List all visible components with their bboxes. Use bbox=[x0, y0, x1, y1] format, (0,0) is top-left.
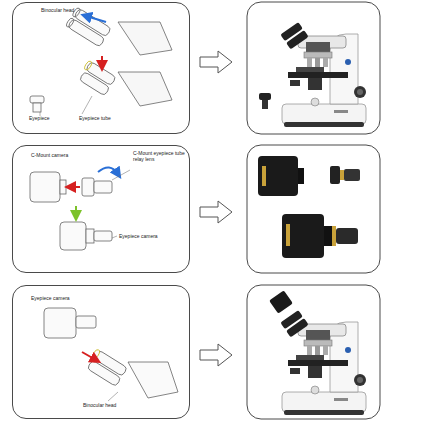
flow-arrow bbox=[200, 201, 232, 223]
eyepiece-photo bbox=[259, 93, 271, 109]
leader-line bbox=[82, 96, 92, 114]
flow-arrow bbox=[200, 344, 232, 366]
leader-line bbox=[112, 236, 117, 238]
twist-arrow bbox=[98, 167, 118, 174]
part-label: Eyepiece bbox=[29, 116, 63, 122]
attach-arrow bbox=[70, 186, 80, 188]
part-label: Eyepiece camera bbox=[31, 296, 87, 302]
insert-arrow bbox=[101, 56, 103, 66]
part-label: Binocular head bbox=[41, 8, 101, 14]
step-panel: Binocular headEyepiece Eyepiece tube bbox=[12, 2, 190, 134]
microscope-photo bbox=[280, 310, 366, 415]
part-label: C-Mount eyepiece tube relay lens bbox=[133, 151, 185, 163]
camera-drawing bbox=[30, 172, 112, 250]
remove-arrow bbox=[86, 16, 106, 22]
part-label: Eyepiece camera bbox=[119, 234, 175, 240]
flow-arrow bbox=[200, 51, 232, 73]
photo-panel bbox=[247, 145, 380, 273]
binocular-head-drawing bbox=[30, 7, 172, 112]
leader-line bbox=[112, 170, 130, 180]
result-arrow bbox=[75, 206, 77, 216]
photo-panel bbox=[247, 2, 380, 134]
eyepiece-camera-drawing bbox=[44, 308, 178, 398]
part-label: Eyepiece tube bbox=[79, 116, 123, 122]
part-label: C-Mount camera bbox=[31, 153, 83, 159]
microscope-photo bbox=[280, 22, 366, 127]
insert-arrow bbox=[82, 352, 96, 360]
part-label: Binocular head bbox=[83, 403, 139, 409]
photo-panel bbox=[247, 285, 380, 419]
leader-line bbox=[108, 392, 118, 401]
camera-photo bbox=[258, 156, 360, 258]
camera-photo bbox=[269, 290, 293, 313]
step-panel: Eyepiece cameraBinocular head bbox=[12, 285, 190, 419]
step-panel: C-Mount camera C-Mount eyepiece tube rela… bbox=[12, 145, 190, 273]
